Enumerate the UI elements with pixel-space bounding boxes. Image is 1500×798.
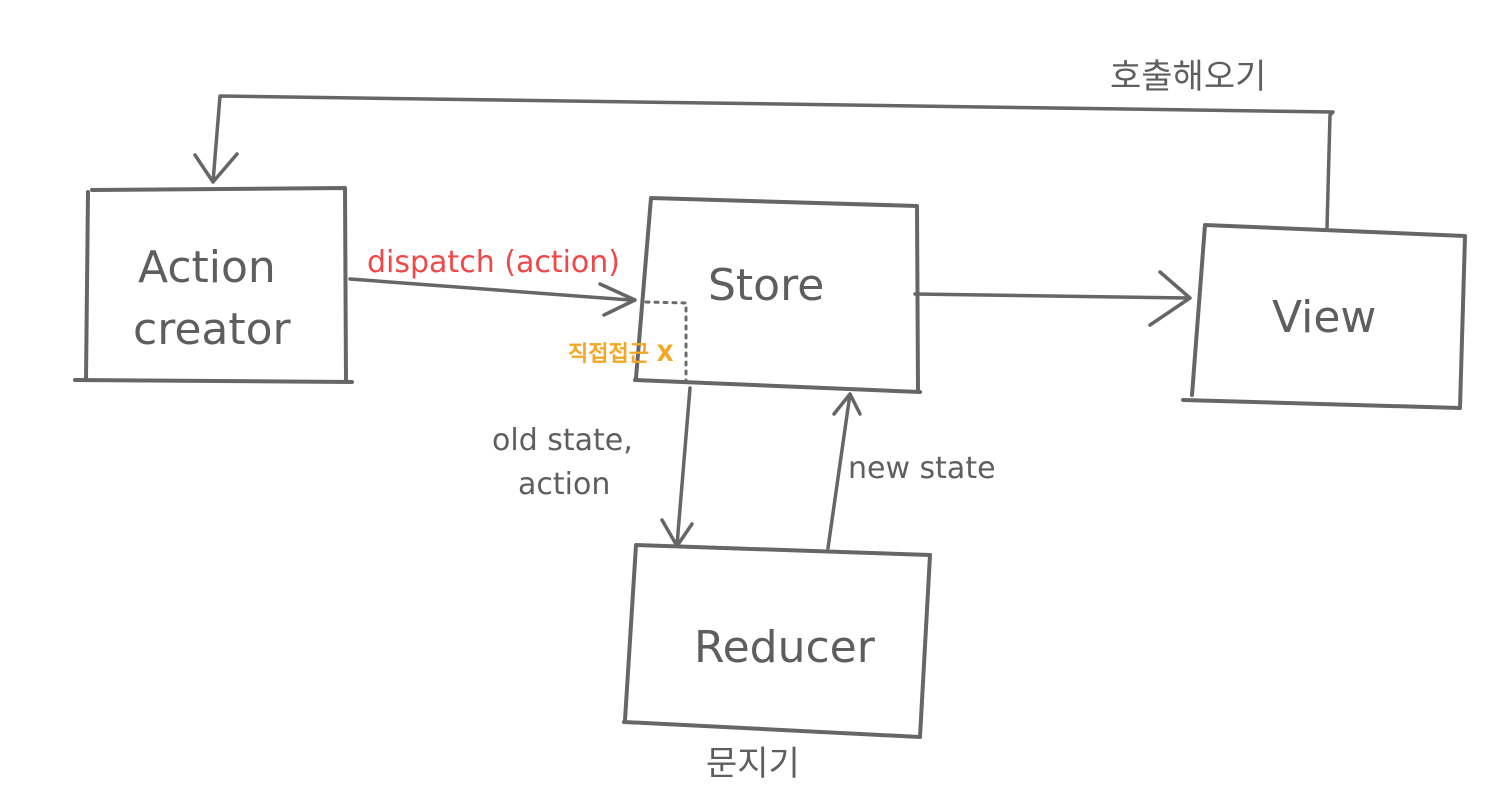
store-to-reducer-edge: old state, action <box>492 386 694 548</box>
store-to-reducer-arrow <box>660 386 694 548</box>
store-node: Store <box>633 196 922 394</box>
reducer-to-store-edge: new state <box>826 392 996 550</box>
store-to-view-arrow <box>913 270 1192 327</box>
store-internal-dotted-boundary <box>644 300 688 382</box>
store-label: Store <box>708 260 824 311</box>
action-creator-label-line1: Action <box>138 242 276 293</box>
view-label: View <box>1272 292 1376 343</box>
reducer-label: Reducer <box>694 622 876 673</box>
view-callback-arrow <box>193 94 1335 230</box>
view-callback-edge: 호출해오기 <box>193 57 1335 230</box>
no-direct-access-label: 직접접근 X <box>568 342 674 367</box>
reducer-box <box>622 543 932 739</box>
reducer-to-store-arrow <box>826 392 862 550</box>
action-creator-node: Action creator <box>73 186 354 384</box>
reducer-node: Reducer 문지기 <box>622 543 932 784</box>
action-creator-label-line2: creator <box>133 304 292 355</box>
store-box <box>633 196 922 394</box>
dispatch-label: dispatch (action) <box>367 245 620 280</box>
dispatch-arrow <box>348 277 637 317</box>
dispatch-edge: dispatch (action) <box>348 245 637 317</box>
action-creator-box <box>73 186 354 384</box>
reducer-caption: 문지기 <box>706 744 800 784</box>
view-node: View <box>1181 223 1467 410</box>
view-box <box>1181 223 1467 410</box>
view-callback-label: 호출해오기 <box>1110 57 1266 97</box>
reducer-to-store-label: new state <box>848 451 996 486</box>
store-to-reducer-label-line2: action <box>518 467 610 502</box>
store-to-reducer-label-line1: old state, <box>492 423 633 458</box>
